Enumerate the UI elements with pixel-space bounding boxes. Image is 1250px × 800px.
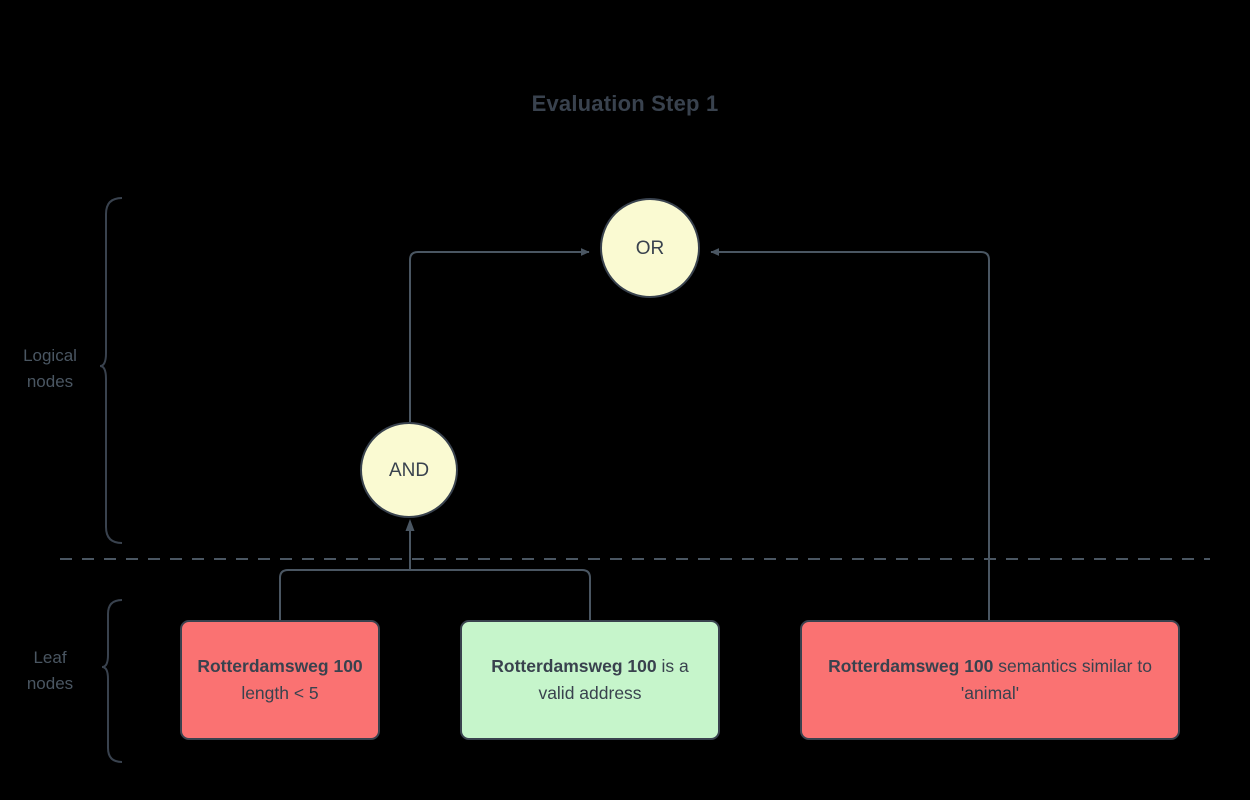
leaf-subject: Rotterdamsweg 100	[197, 656, 363, 677]
leaf-subject: Rotterdamsweg 100	[828, 656, 994, 677]
logic-node-or[interactable]: OR	[600, 198, 700, 298]
leaf-predicate: length < 5	[241, 683, 319, 703]
leaf-node-semantic-similarity-check[interactable]: Rotterdamsweg 100 semantics similar to '…	[800, 620, 1180, 740]
leaf-node-length-check-text: Rotterdamsweg 100 length < 5	[196, 653, 364, 706]
logic-node-and[interactable]: AND	[360, 422, 458, 518]
leaf-node-valid-address-check-text: Rotterdamsweg 100 is a valid address	[476, 653, 704, 706]
leaf-predicate: semantics similar to 'animal'	[960, 656, 1152, 703]
logic-node-or-label: OR	[635, 237, 665, 259]
brace-leaf-nodes	[101, 599, 123, 763]
group-label-logical-nodes: Logical nodes	[23, 346, 77, 392]
leaf-node-semantic-similarity-check-text: Rotterdamsweg 100 semantics similar to '…	[816, 653, 1164, 706]
leaf-node-length-check[interactable]: Rotterdamsweg 100 length < 5	[180, 620, 380, 740]
page-title: Evaluation Step 1	[531, 91, 719, 116]
group-label-leaf-nodes: Leaf nodes	[26, 648, 74, 694]
logic-node-and-label: AND	[388, 459, 430, 481]
edge-leaf-bar-to-and	[279, 569, 591, 620]
edge-bar-to-and-arrowhead	[405, 519, 415, 531]
edge-and-to-or	[409, 248, 590, 422]
leaf-predicate: is a valid address	[538, 656, 689, 703]
brace-logical-nodes	[99, 197, 123, 544]
leaf-node-valid-address-check[interactable]: Rotterdamsweg 100 is a valid address	[460, 620, 720, 740]
edge-semantic-to-or	[710, 248, 990, 620]
leaf-subject: Rotterdamsweg 100	[491, 656, 657, 677]
